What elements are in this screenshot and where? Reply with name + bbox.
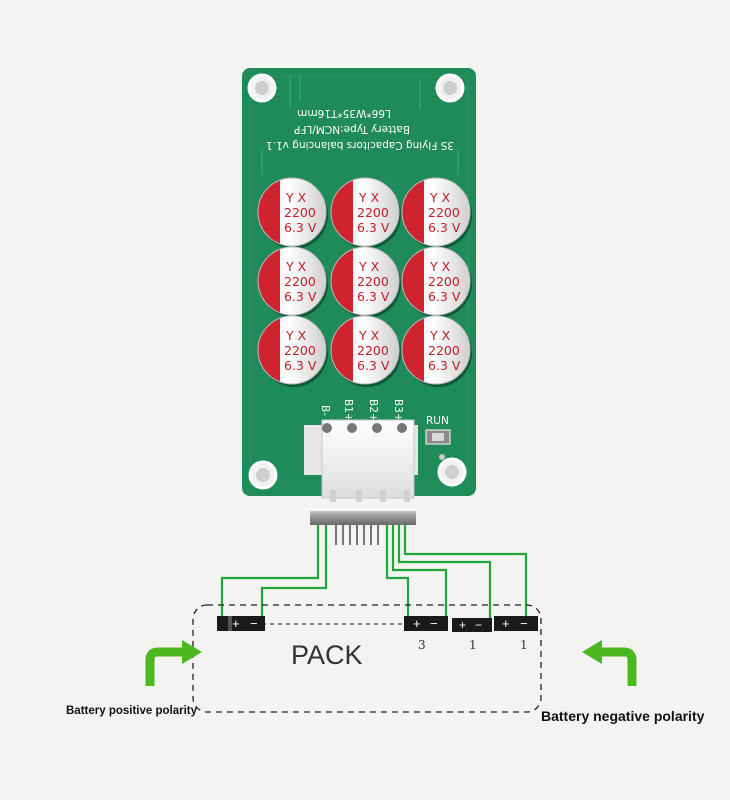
cap-brand: Y X <box>429 259 451 274</box>
svg-text:+: + <box>232 616 240 631</box>
cap-capacitance: 2200 <box>357 205 389 220</box>
cap-capacitance: 2200 <box>284 343 316 358</box>
cap-voltage: 6.3 V <box>428 220 461 235</box>
cap-voltage: 6.3 V <box>357 289 390 304</box>
cap-brand: Y X <box>285 190 307 205</box>
silk-battery-type: Battery Type:NCM/LFP <box>294 123 410 135</box>
cap-brand: Y X <box>358 190 380 205</box>
cap-capacitance: 2200 <box>428 205 460 220</box>
cap-voltage: 6.3 V <box>428 358 461 373</box>
svg-text:−: − <box>250 616 258 631</box>
silk-dimensions: L66*W35*T16mm <box>297 107 391 119</box>
svg-text:−: − <box>475 618 482 632</box>
pin-label-b-minus: B- <box>319 405 331 416</box>
cap-capacitance: 2200 <box>428 343 460 358</box>
pin-label-b3: B3+ <box>392 399 404 422</box>
pack-label: PACK <box>291 640 363 670</box>
cap-capacitance: 2200 <box>357 343 389 358</box>
pin-label-b1: B1+ <box>342 399 354 422</box>
mounting-hole <box>247 73 277 103</box>
svg-text:+: + <box>502 616 510 631</box>
mounting-hole <box>435 73 465 103</box>
cap-brand: Y X <box>285 328 307 343</box>
run-label: RUN <box>426 415 449 427</box>
cap-voltage: 6.3 V <box>284 220 317 235</box>
silk-title: 3S Flying Capacitors balancing v1.1 <box>266 139 454 151</box>
run-led <box>425 429 451 445</box>
jst-connector <box>304 419 418 502</box>
battery-cell: + − <box>452 618 492 632</box>
pack-outline <box>192 604 542 713</box>
arrow-left-icon <box>582 640 637 686</box>
cap-capacitance: 2200 <box>357 274 389 289</box>
battery-cell: + − <box>404 616 448 631</box>
wire-plug <box>310 507 416 525</box>
battery-cell: + − <box>217 616 265 631</box>
cap-brand: Y X <box>429 328 451 343</box>
svg-text:+: + <box>459 618 466 632</box>
battery-negative-label: Battery negative polarity <box>541 708 705 724</box>
unused-wire-stubs <box>335 525 379 545</box>
cap-brand: Y X <box>429 190 451 205</box>
cap-capacitance: 2200 <box>284 274 316 289</box>
battery-positive-label: Battery positive polarity <box>66 705 198 717</box>
wiring <box>220 525 528 628</box>
cell-number: 1 <box>469 638 477 652</box>
cap-capacitance: 2200 <box>284 205 316 220</box>
mounting-hole <box>437 457 467 487</box>
cell-number: 3 <box>418 638 426 652</box>
pin-label-b2: B2+ <box>367 399 379 422</box>
cap-voltage: 6.3 V <box>428 289 461 304</box>
cap-voltage: 6.3 V <box>357 358 390 373</box>
battery-cell: + − <box>494 616 538 631</box>
cap-voltage: 6.3 V <box>284 358 317 373</box>
cap-brand: Y X <box>285 259 307 274</box>
cell-number: 1 <box>520 638 528 652</box>
mounting-hole <box>248 460 278 490</box>
arrow-right-icon <box>145 640 202 686</box>
cap-voltage: 6.3 V <box>357 220 390 235</box>
svg-text:+: + <box>413 616 421 631</box>
cap-brand: Y X <box>358 328 380 343</box>
cap-voltage: 6.3 V <box>284 289 317 304</box>
svg-text:−: − <box>520 616 528 631</box>
cap-brand: Y X <box>358 259 380 274</box>
svg-text:−: − <box>430 616 438 631</box>
cap-capacitance: 2200 <box>428 274 460 289</box>
